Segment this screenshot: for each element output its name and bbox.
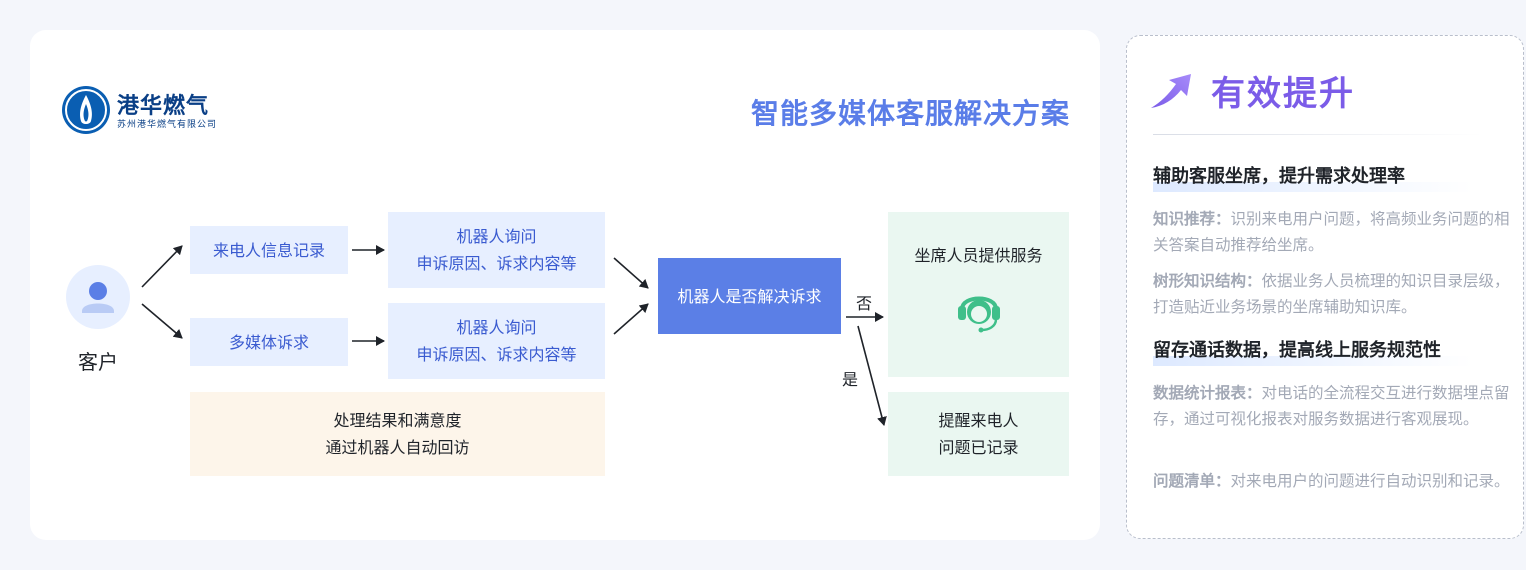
headset-agent-icon [957, 296, 1000, 333]
node-label: 坐席人员提供服务 [914, 246, 1043, 265]
edge-label-no: 否 [856, 294, 873, 313]
node-robot-resolves-decision: 机器人是否解决诉求 [658, 258, 841, 334]
item-knowledge-recommend: 知识推荐：识别来电用户问题，将高频业务问题的相关答案自动推荐给坐席。 [1153, 206, 1511, 258]
node-followup: 处理结果和满意度 通过机器人自动回访 [190, 392, 605, 476]
item-text: 识别来电用户问题，将高频业务问题的相关答案自动推荐给坐席。 [1153, 210, 1510, 254]
flame-logo-icon [62, 86, 110, 134]
panel-divider [1153, 134, 1483, 135]
panel-header: 有效提升 [1149, 66, 1509, 116]
item-text: 对来电用户的问题进行自动识别和记录。 [1230, 472, 1510, 490]
node-label: 机器人是否解决诉求 [677, 286, 822, 306]
item-label: 数据统计报表： [1153, 384, 1262, 402]
section-title-assist: 辅助客服坐席，提升需求处理率 [1153, 160, 1473, 192]
item-tree-knowledge: 树形知识结构：依据业务人员梳理的知识目录层级，打造贴近业务场景的坐席辅助知识库。 [1153, 268, 1511, 320]
item-label: 树形知识结构： [1153, 272, 1262, 290]
diagram-title: 智能多媒体客服解决方案 [750, 97, 1070, 130]
node-label-line-2: 通过机器人自动回访 [325, 438, 470, 457]
node-label-line-2: 申诉原因、诉求内容等 [416, 254, 577, 273]
rising-arrow-icon [1151, 74, 1191, 108]
node-agent-service: 坐席人员提供服务 [888, 212, 1069, 377]
node-label: 来电人信息记录 [212, 240, 325, 260]
item-statistics-report: 数据统计报表：对电话的全流程交互进行数据埋点留存，通过可视化报表对服务数据进行客… [1153, 380, 1511, 432]
node-label-line-1: 机器人询问 [456, 227, 537, 246]
customer-label: 客户 [78, 350, 118, 374]
company-logo: 港华燃气 苏州港华燃气有限公司 [62, 86, 262, 136]
node-label-line-1: 处理结果和满意度 [333, 411, 462, 430]
node-remind-caller: 提醒来电人 问题已记录 [888, 392, 1069, 476]
logo-company-name: 苏州港华燃气有限公司 [117, 120, 218, 130]
logo-brand-name: 港华燃气 [117, 94, 210, 119]
node-robot-inquiry-bottom: 机器人询问 申诉原因、诉求内容等 [388, 303, 605, 379]
customer-avatar-icon [66, 265, 130, 329]
node-multimedia-request: 多媒体诉求 [190, 318, 348, 366]
item-text: 依据业务人员梳理的知识目录层级，打造贴近业务场景的坐席辅助知识库。 [1153, 272, 1510, 316]
item-label: 问题清单： [1153, 472, 1231, 490]
node-label-line-1: 提醒来电人 [938, 411, 1019, 430]
node-label: 多媒体诉求 [228, 332, 309, 352]
node-label-line-2: 问题已记录 [938, 438, 1019, 457]
item-text: 对电话的全流程交互进行数据埋点留存，通过可视化报表对服务数据进行客观展现。 [1153, 384, 1510, 428]
node-incoming-call-record: 来电人信息记录 [190, 226, 348, 274]
item-issue-list: 问题清单：对来电用户的问题进行自动识别和记录。 [1153, 468, 1511, 494]
edge-label-yes: 是 [842, 370, 859, 389]
benefits-panel: 有效提升 辅助客服坐席，提升需求处理率 知识推荐：识别来电用户问题，将高频业务问… [1126, 35, 1524, 539]
node-label-line-1: 机器人询问 [456, 318, 537, 337]
node-robot-inquiry-top: 机器人询问 申诉原因、诉求内容等 [388, 212, 605, 288]
section-title-retain-data: 留存通话数据，提高线上服务规范性 [1153, 334, 1473, 366]
node-label-line-2: 申诉原因、诉求内容等 [416, 345, 577, 364]
panel-title: 有效提升 [1211, 74, 1355, 114]
item-label: 知识推荐： [1153, 210, 1231, 228]
